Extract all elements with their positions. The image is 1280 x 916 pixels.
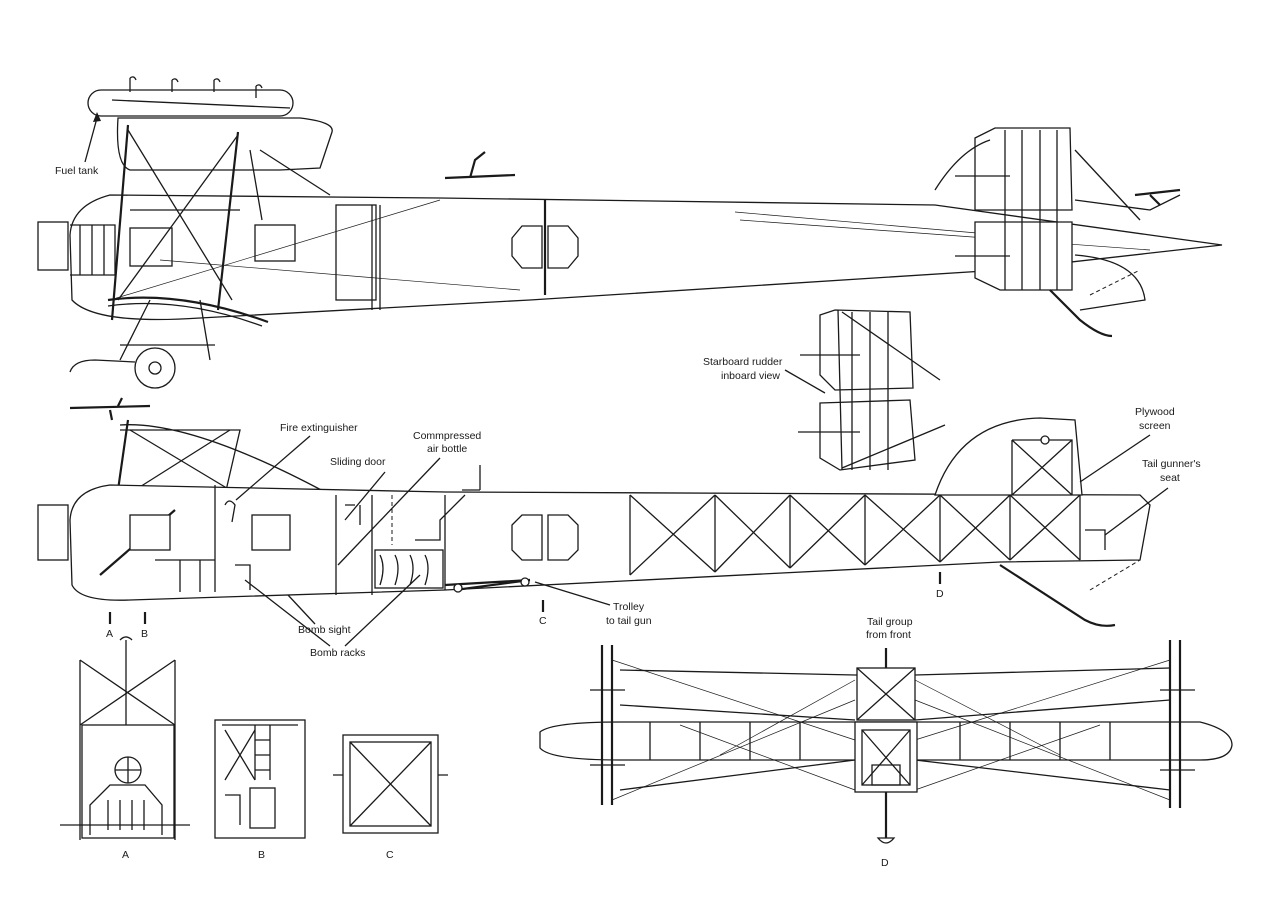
- tail-group-front-view: Tail group from front D: [539, 616, 1233, 869]
- label-compressed-air-1: Commpressed: [413, 430, 481, 442]
- label-plywood-screen-2: screen: [1139, 420, 1171, 432]
- section-view-c: C: [333, 734, 448, 861]
- label-starboard-rudder-2: inboard view: [721, 370, 780, 382]
- interior-fuselage: [69, 484, 1151, 601]
- label-fuel-tank: Fuel tank: [55, 165, 99, 177]
- side-view-exterior: Fuel tank: [37, 76, 1223, 389]
- side-view-interior: A B C D Fire extinguisher Sliding door C…: [37, 397, 1201, 659]
- section-mark-d: D: [936, 588, 944, 600]
- rudder-lower: [974, 221, 1073, 291]
- label-starboard-rudder-1: Starboard rudder: [703, 356, 783, 368]
- label-bomb-sight: Bomb sight: [298, 624, 351, 636]
- label-sliding-door: Sliding door: [330, 456, 386, 468]
- section-label-c: C: [386, 849, 394, 861]
- section-label-a: A: [122, 849, 129, 861]
- label-tail-gunner-2: seat: [1160, 472, 1180, 484]
- section-label-d: D: [881, 857, 889, 869]
- label-trolley-2: to tail gun: [606, 615, 652, 627]
- section-view-b: B: [214, 719, 306, 861]
- label-tail-group-1: Tail group: [867, 616, 913, 628]
- starboard-rudder-view: Starboard rudder inboard view: [703, 309, 946, 471]
- section-label-b: B: [258, 849, 265, 861]
- section-view-a: A: [60, 636, 190, 861]
- label-tail-gunner-1: Tail gunner's: [1142, 458, 1201, 470]
- section-mark-a: A: [106, 628, 113, 640]
- label-bomb-racks: Bomb racks: [310, 647, 365, 659]
- label-compressed-air-2: air bottle: [427, 443, 467, 455]
- upper-wing: [116, 117, 333, 171]
- section-mark-b: B: [141, 628, 148, 640]
- label-trolley-1: Trolley: [613, 601, 645, 613]
- rudder-upper: [974, 127, 1073, 211]
- label-fire-extinguisher: Fire extinguisher: [280, 422, 358, 434]
- bomb-racks: [374, 549, 444, 589]
- label-plywood-screen-1: Plywood: [1135, 406, 1175, 418]
- section-mark-c: C: [539, 615, 547, 627]
- label-tail-group-2: from front: [866, 629, 911, 641]
